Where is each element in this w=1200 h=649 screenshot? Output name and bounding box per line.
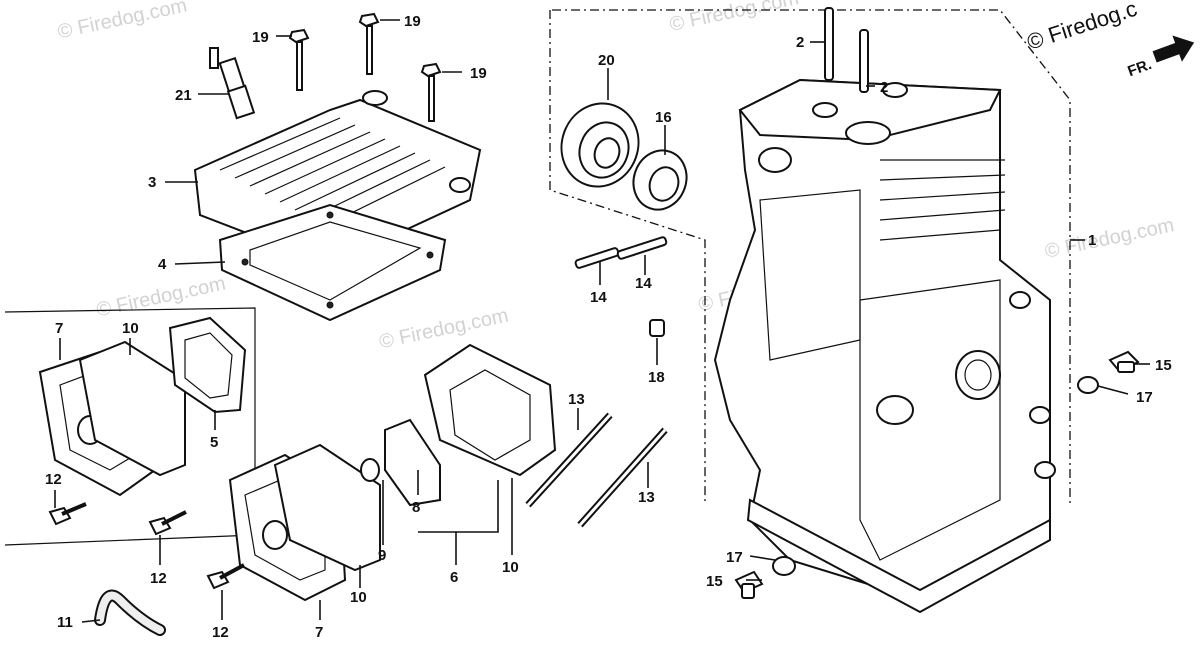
callout-2-a: 2	[796, 34, 804, 51]
bearing	[560, 102, 640, 188]
callout-4: 4	[158, 256, 167, 273]
callout-13-a: 13	[568, 391, 585, 408]
crankcase-outline-box	[549, 9, 1071, 505]
stud-14-b	[616, 236, 668, 260]
oil-seal	[632, 149, 688, 211]
watermark: © Firedog.com	[1043, 214, 1176, 263]
cylinder-head	[193, 90, 482, 267]
callout-7-a: 7	[55, 320, 63, 337]
callout-12-a: 12	[45, 471, 62, 488]
callout-12-b: 12	[150, 570, 167, 587]
callout-15-b: 15	[706, 573, 723, 590]
callout-19-b: 19	[404, 13, 421, 30]
callout-9: 9	[378, 547, 386, 564]
callout-8: 8	[412, 499, 420, 516]
breather-assembly	[384, 343, 557, 507]
stud-14-a	[574, 247, 620, 269]
callout-19-a: 19	[252, 29, 269, 46]
bolt-12-b	[148, 510, 187, 536]
watermark: © Firedog.com	[377, 304, 510, 353]
bolt-12-c	[206, 563, 245, 590]
baffle-5	[168, 316, 247, 414]
callout-10-b: 10	[350, 589, 367, 606]
callout-1: 1	[1088, 232, 1096, 249]
callout-15-a: 15	[1155, 357, 1172, 374]
callout-10-c: 10	[502, 559, 519, 576]
bolt-19-b	[358, 12, 380, 75]
callout-19-c: 19	[470, 65, 487, 82]
watermark: © Firedog.com	[94, 273, 227, 322]
bolt-15-right	[1108, 350, 1140, 374]
callout-3: 3	[148, 174, 156, 191]
leader-lines	[54, 19, 1150, 623]
stud-13-b	[577, 427, 668, 528]
washer-17-bottom	[772, 556, 796, 576]
bolt-19-c	[420, 62, 442, 122]
callout-17-a: 17	[1136, 389, 1153, 406]
callout-7-b: 7	[315, 624, 323, 641]
callout-14-a: 14	[590, 289, 607, 306]
callout-2-b: 2	[880, 79, 888, 96]
callout-6: 6	[450, 569, 458, 586]
grommet-9	[360, 458, 380, 482]
callout-20: 20	[598, 52, 615, 69]
front-arrow-icon: FR.	[1125, 35, 1195, 80]
bolt-15-bottom	[734, 570, 764, 599]
head-gasket	[218, 203, 447, 322]
gasket-10-lower	[273, 443, 381, 572]
spark-plug	[209, 47, 256, 120]
callout-labels: 1 2 2 3 4 5 6 7 7 8 9 10 10 10 11 12 12 …	[45, 13, 1172, 641]
callout-18: 18	[648, 369, 665, 386]
callout-5: 5	[210, 434, 218, 451]
callout-16: 16	[655, 109, 672, 126]
gasket-10-upper	[78, 340, 186, 477]
bolt-19-a	[288, 28, 310, 91]
callout-12-c: 12	[212, 624, 229, 641]
bolt-12-a	[48, 502, 87, 526]
front-mark: FR.	[1125, 56, 1154, 80]
side-cover-panel	[4, 307, 256, 546]
callout-21: 21	[175, 87, 192, 104]
dowel-pin	[649, 319, 665, 337]
stud-13-a	[525, 412, 613, 508]
watermark: © Firedog.com	[56, 0, 189, 43]
callout-14-b: 14	[635, 275, 652, 292]
watermark: © Firedog.com	[668, 0, 801, 36]
callout-10-a: 10	[122, 320, 139, 337]
callout-13-b: 13	[638, 489, 655, 506]
crankcase	[713, 7, 1056, 614]
callout-11: 11	[57, 614, 73, 631]
washer-17-right	[1077, 376, 1099, 394]
brand-text: © Firedog.c	[1024, 0, 1140, 55]
breather-tube	[94, 589, 166, 636]
callout-17-b: 17	[726, 549, 743, 566]
